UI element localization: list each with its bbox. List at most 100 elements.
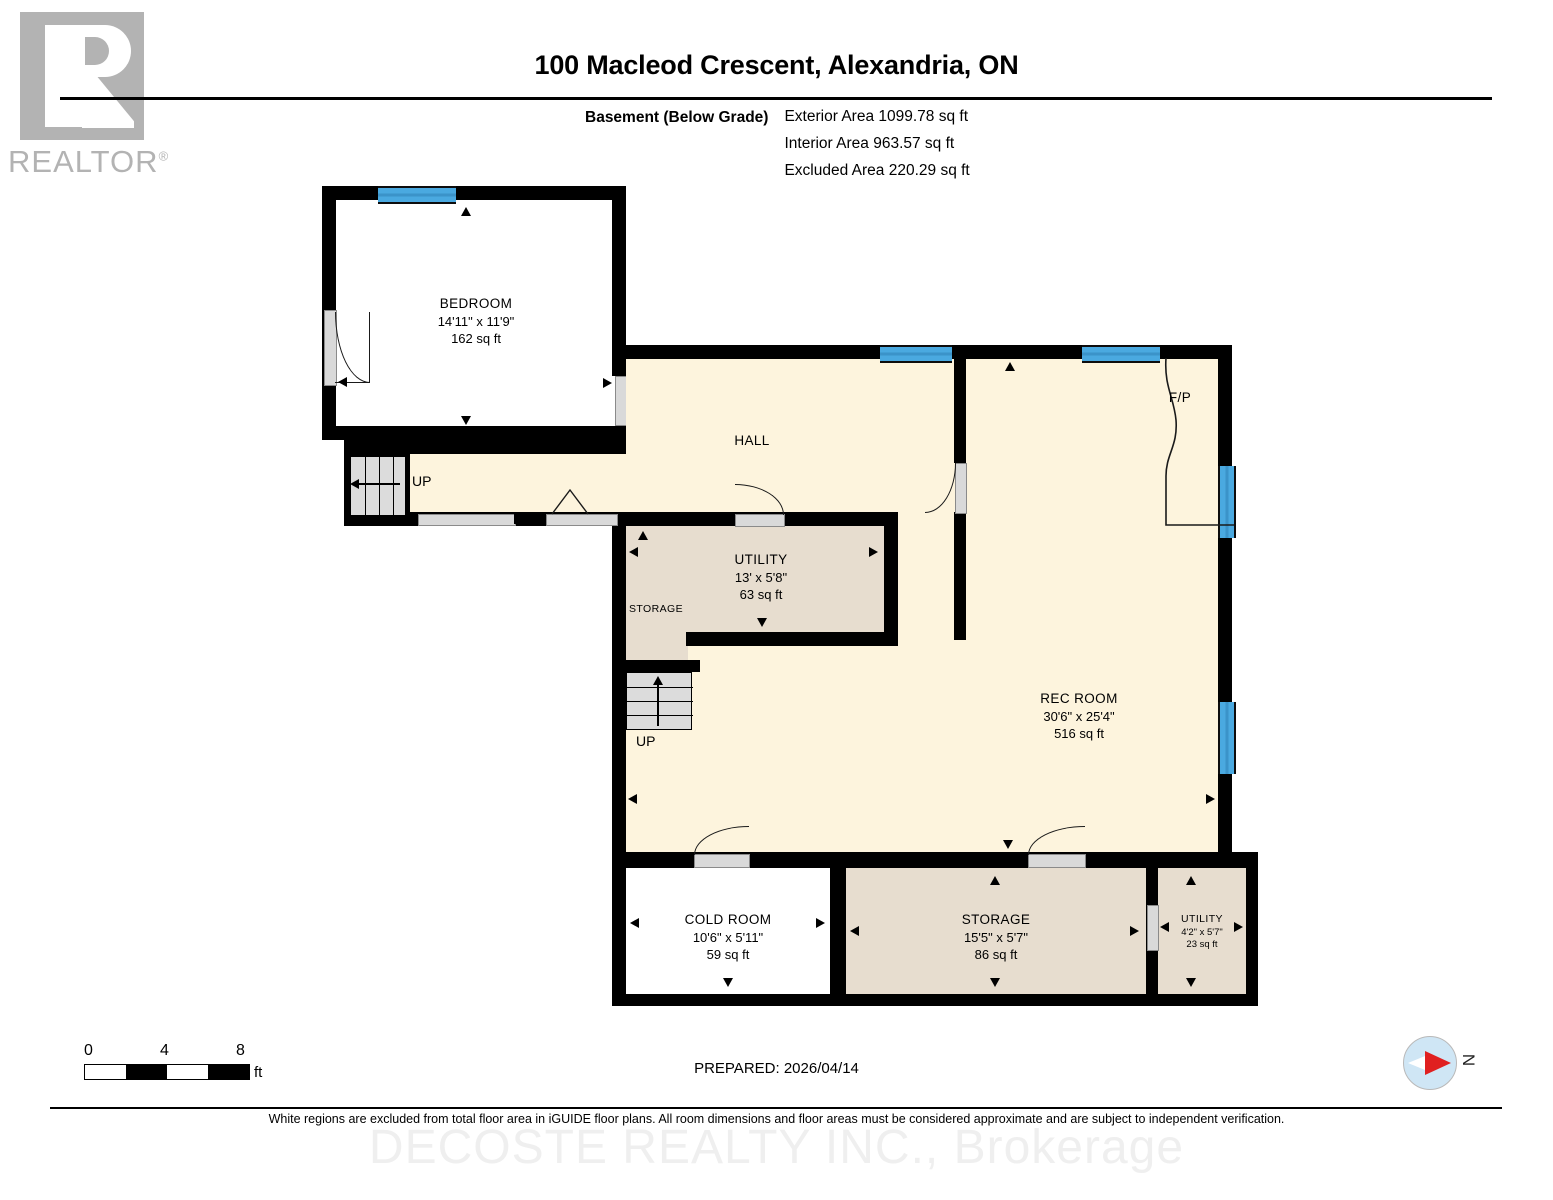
level-label: Basement (Below Grade) <box>585 109 769 126</box>
direction-arrow-storage-east <box>1130 926 1139 936</box>
stairs-upper-left-direction-arrow <box>350 479 359 489</box>
room-label-storage-bottom: STORAGE 15'5" x 5'7" 86 sq ft <box>936 911 1056 963</box>
wall-bottom-right <box>1246 852 1258 1006</box>
wall-coldroom-storage-divider <box>830 868 846 994</box>
prepared-date: PREPARED: 2026/04/14 <box>694 1060 859 1077</box>
stairs-upper-left-label: UP <box>412 473 432 489</box>
compass-west-needle <box>1408 1054 1430 1072</box>
direction-arrow-utility-bottom-east <box>1234 922 1243 932</box>
direction-arrow-hall-north <box>1005 362 1015 371</box>
realtor-logo: REALTOR® <box>8 12 180 202</box>
direction-arrow-recroom-south <box>1003 840 1013 849</box>
room-dim-bedroom: 14'11" x 11'9" <box>437 313 515 329</box>
scale-tick-0: 0 <box>84 1042 93 1059</box>
room-dim-utility: 13' x 5'8" <box>734 569 788 585</box>
stairs-middle-direction-line <box>657 682 659 726</box>
room-area-coldroom: 59 sq ft <box>706 946 750 962</box>
footer-divider <box>50 1107 1502 1109</box>
bifold-door-pivot-1 <box>514 514 546 524</box>
stair-tread <box>379 457 381 517</box>
scale-unit-label: ft <box>254 1064 263 1081</box>
excluded-area: Excluded Area 220.29 sq ft <box>784 162 970 179</box>
realtor-r-mark <box>20 12 144 140</box>
room-label-recroom: REC ROOM 30'6" x 25'4" 516 sq ft <box>996 690 1162 742</box>
wall-bottom-top-right-extension <box>1232 852 1258 868</box>
door-storage-bottom-slab <box>1028 854 1086 868</box>
room-name-bedroom: BEDROOM <box>439 296 513 311</box>
scale-bar <box>84 1064 250 1080</box>
logo-bowl-inner <box>85 37 109 65</box>
room-dim-recroom: 30'6" x 25'4" <box>1043 708 1115 724</box>
window-hall-north <box>880 345 952 363</box>
fireplace-outline <box>1164 357 1234 526</box>
window-bedroom-north <box>378 186 456 204</box>
door-storage-utility-slab <box>1147 905 1159 951</box>
room-utility-bottom-fill <box>1158 868 1246 994</box>
wall-hall-recroom-divider-upper <box>954 345 966 463</box>
wall-storage-bottom <box>612 660 700 672</box>
direction-arrow-storage-west <box>850 926 859 936</box>
room-name-storage-left: STORAGE <box>629 603 683 615</box>
room-name-utility-bottom: UTILITY <box>1181 913 1223 925</box>
registered-trademark-icon: ® <box>158 148 170 164</box>
direction-arrow-bedroom-west <box>338 377 347 387</box>
direction-arrow-utility-south <box>757 618 767 627</box>
exterior-area: Exterior Area 1099.78 sq ft <box>784 108 968 125</box>
scale-tick-4: 4 <box>160 1042 169 1059</box>
area-lines: Exterior Area 1099.78 sq ft Interior Are… <box>784 108 969 189</box>
direction-arrow-storage-north <box>990 876 1000 885</box>
wall-hall-top-strip <box>344 440 626 454</box>
direction-arrow-utility-west <box>629 547 638 557</box>
room-dim-coldroom: 10'6" x 5'11" <box>692 929 764 945</box>
room-dim-utility-bottom: 4'2" x 5'7" <box>1181 926 1223 938</box>
wall-bedroom-top <box>322 186 626 200</box>
fireplace-text: F/P <box>1168 390 1192 405</box>
scale-segment <box>167 1065 208 1079</box>
direction-arrow-utility-bottom-west <box>1160 922 1169 932</box>
room-name-recroom: REC ROOM <box>1040 691 1118 706</box>
direction-arrow-utility-east <box>869 547 878 557</box>
wall-utility-right <box>884 512 898 646</box>
interior-area: Interior Area 963.57 sq ft <box>784 135 955 152</box>
window-recroom-east-upper <box>1218 466 1236 538</box>
room-area-recroom: 516 sq ft <box>1054 725 1104 741</box>
room-label-bedroom: BEDROOM 14'11" x 11'9" 162 sq ft <box>386 295 566 347</box>
stair-tread <box>627 701 693 703</box>
realtor-wordmark-text: REALTOR <box>8 144 159 179</box>
feature-label-fireplace: F/P <box>1140 389 1220 407</box>
direction-arrow-storage-south <box>990 978 1000 987</box>
room-name-hall: HALL <box>734 433 770 448</box>
stairs-middle[interactable] <box>626 672 693 730</box>
stair-tread <box>627 715 693 717</box>
wall-bedroom-right <box>612 186 626 376</box>
wall-bottom-outer <box>612 994 1258 1006</box>
stair-tread <box>393 457 395 517</box>
wall-main-left-lower <box>612 512 626 868</box>
room-bedroom-fill <box>330 194 618 432</box>
stairs-middle-label: UP <box>636 733 656 749</box>
bifold-door-slab-left <box>418 514 516 526</box>
room-name-utility: UTILITY <box>734 552 788 567</box>
page-title: 100 Macleod Crescent, Alexandria, ON <box>534 50 1019 80</box>
room-coldroom-fill <box>626 868 830 994</box>
room-name-coldroom: COLD ROOM <box>684 912 772 927</box>
room-area-utility: 63 sq ft <box>739 586 783 602</box>
room-label-coldroom: COLD ROOM 10'6" x 5'11" 59 sq ft <box>668 911 788 963</box>
brokerage-watermark: DECOSTE REALTY INC., Brokerage <box>368 1121 1185 1174</box>
door-hall-recroom-slab <box>955 463 967 514</box>
realtor-wordmark: REALTOR® <box>8 144 180 180</box>
logo-gap <box>77 25 85 127</box>
room-label-hall: HALL <box>702 432 802 450</box>
compass-north-needle <box>1425 1051 1451 1075</box>
door-utility-slab <box>735 514 785 527</box>
room-storage-left-fill <box>626 524 688 664</box>
stair-tread <box>627 687 693 689</box>
direction-arrow-bedroom-east <box>603 378 612 388</box>
direction-arrow-utility-bottom-north <box>1186 876 1196 885</box>
room-name-storage-bottom: STORAGE <box>961 912 1031 927</box>
wall-fireplace-pocket-top <box>1160 345 1232 359</box>
room-area-storage-bottom: 86 sq ft <box>974 946 1018 962</box>
room-dim-storage-bottom: 15'5" x 5'7" <box>963 929 1029 945</box>
bifold-door-slab-right <box>546 514 618 526</box>
